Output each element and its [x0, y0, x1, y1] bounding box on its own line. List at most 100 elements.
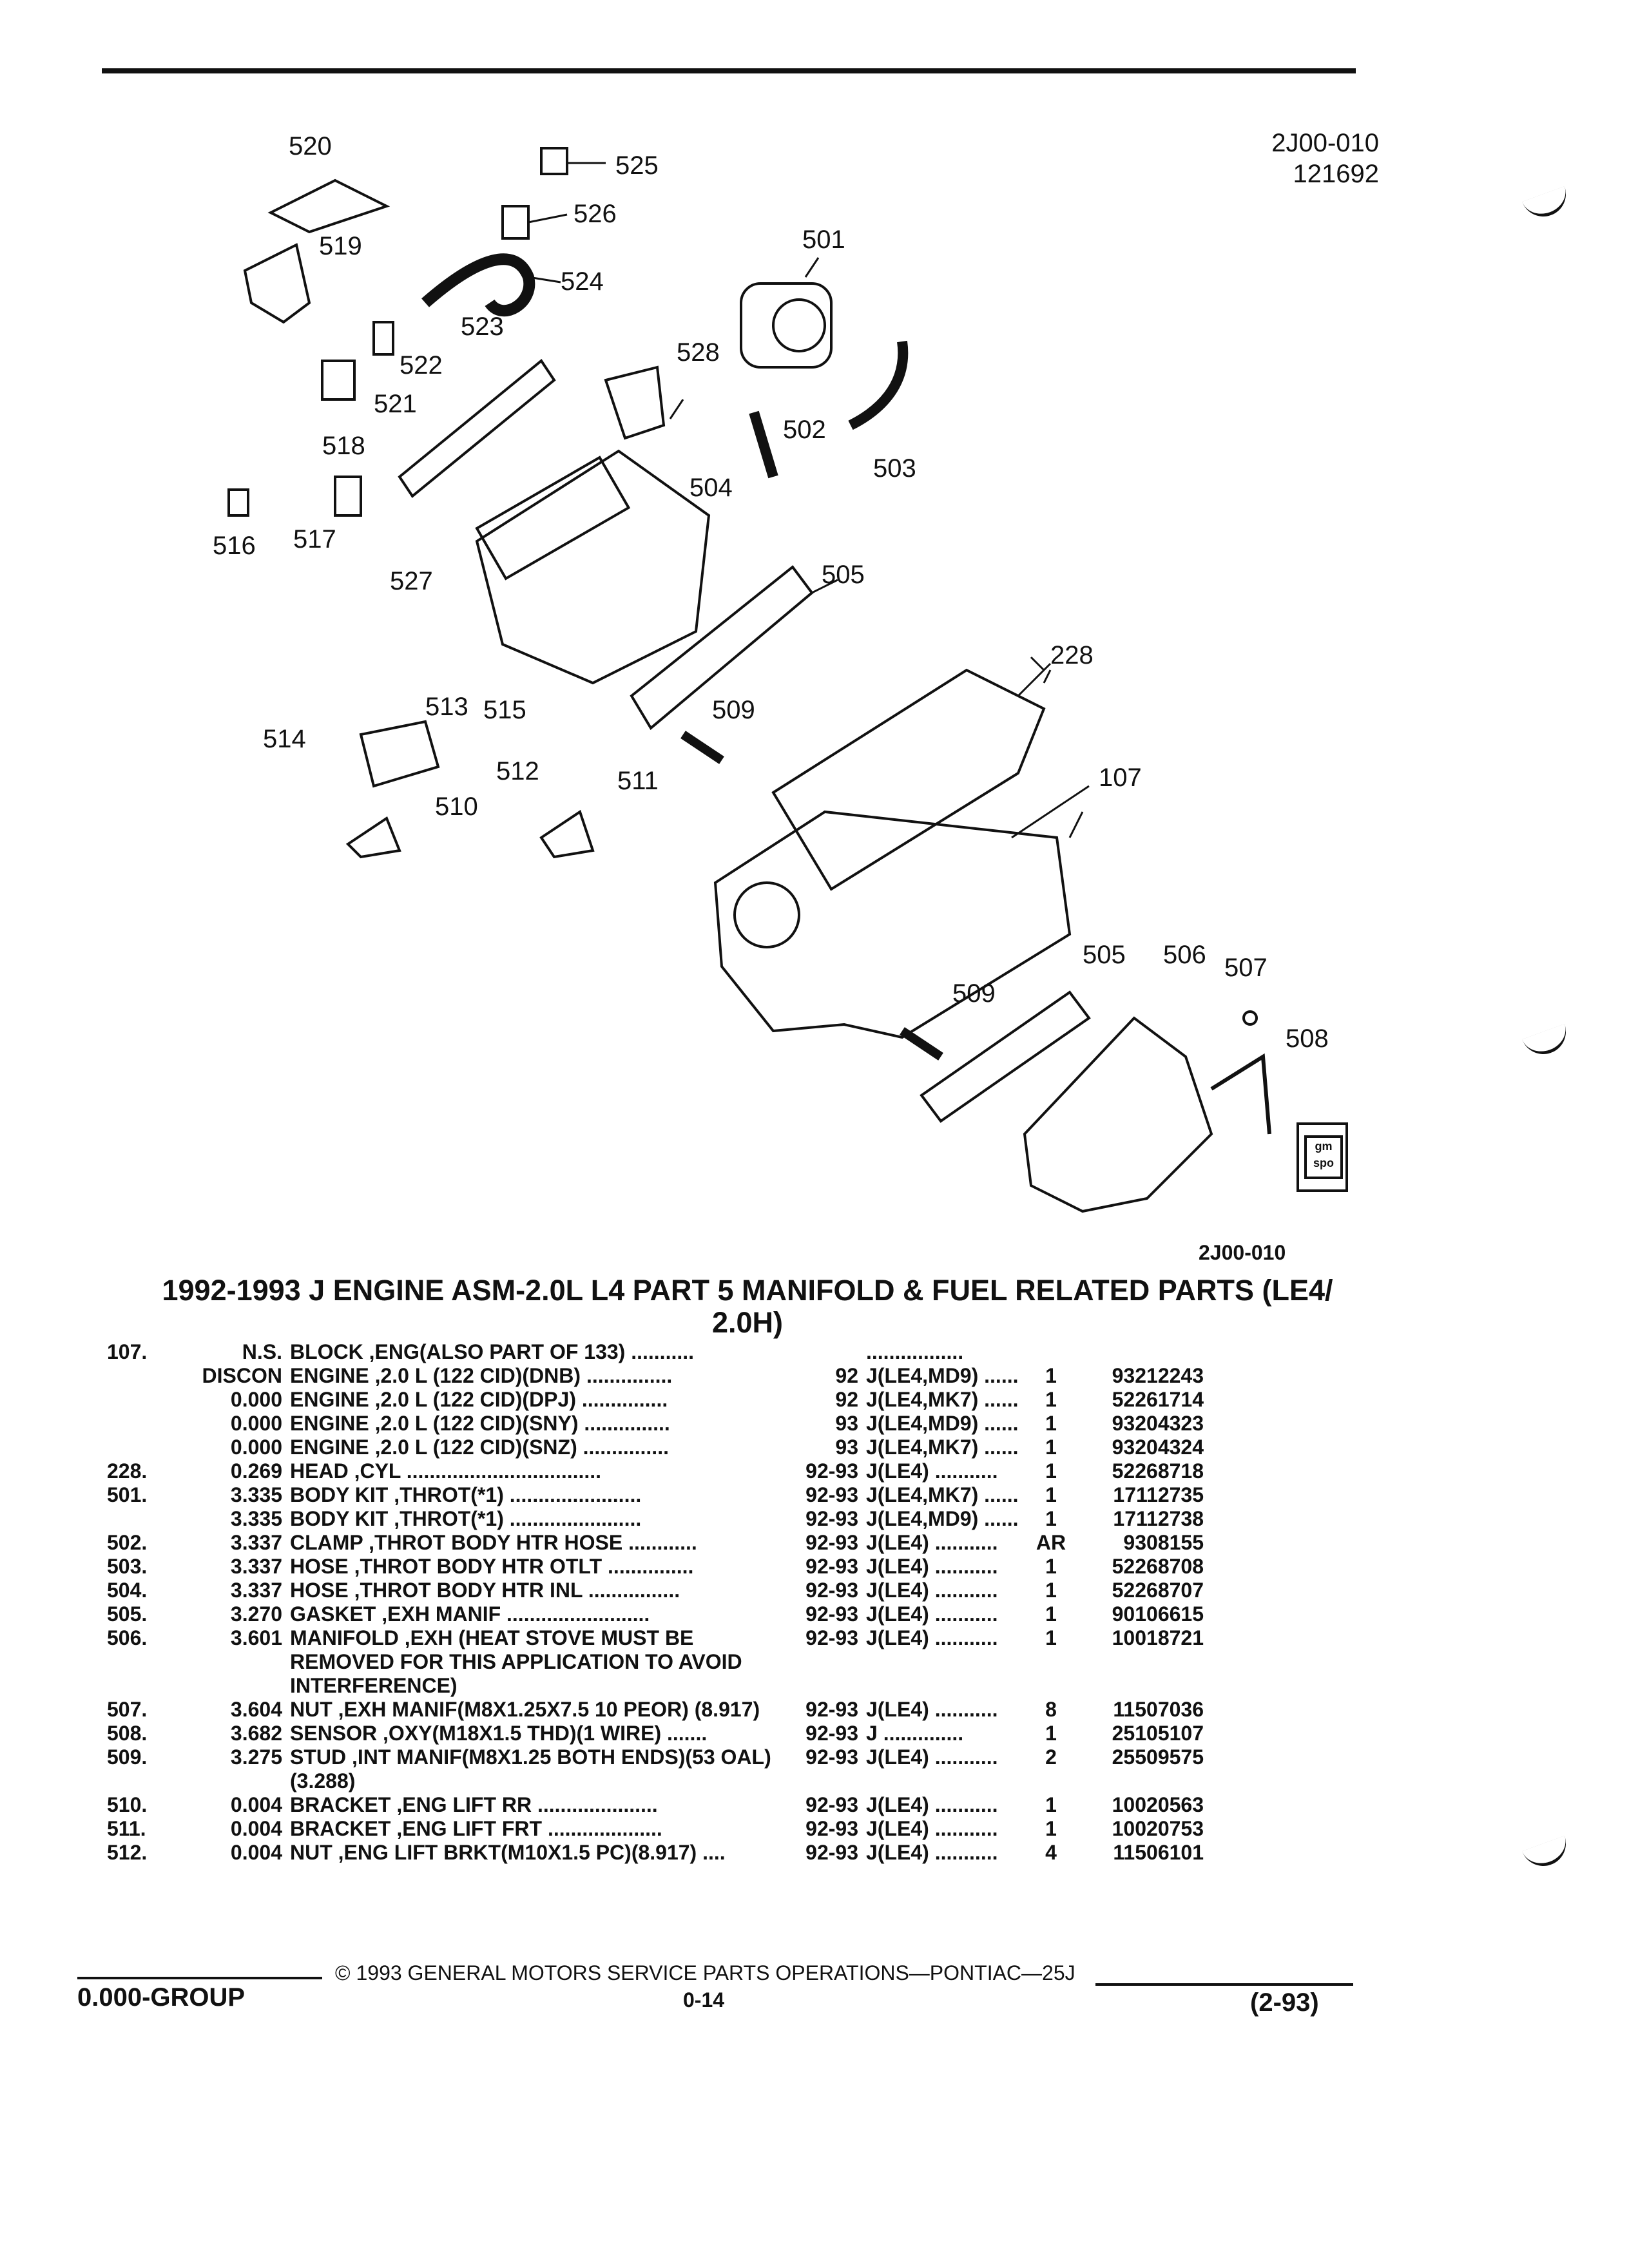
callout: 511: [617, 767, 659, 795]
cell-year: 92-93: [805, 1626, 858, 1649]
cell-desc: ENGINE ,2.0 L (122 CID)(SNY) ...........…: [290, 1412, 670, 1435]
diagram-ref-number: 121692: [1293, 160, 1379, 188]
intake-manifold: [475, 449, 711, 685]
callout: 517: [293, 525, 336, 553]
bracket-513: [359, 720, 440, 788]
cell-item: [103, 1412, 182, 1436]
cell-desc: STUD ,INT MANIF(M8X1.25 BOTH ENDS)(53 OA…: [290, 1745, 771, 1792]
callout: 515: [483, 696, 526, 724]
callout: 509: [712, 696, 755, 724]
cell-item: 511.: [107, 1817, 146, 1840]
cell-year: 92-93: [805, 1531, 858, 1554]
cell-item: [103, 1388, 182, 1412]
cell-qty: 3.337: [230, 1555, 282, 1578]
cell-desc: SENSOR ,OXY(M18X1.5 THD)(1 WIRE) .......: [290, 1722, 708, 1745]
cell-count: 1: [1045, 1483, 1057, 1506]
cell-usage: J(LE4) ...........: [866, 1602, 998, 1626]
cell-qty: 0.000: [230, 1412, 282, 1435]
bracket-519: [243, 243, 311, 324]
cell-qty: 3.682: [230, 1722, 282, 1745]
cell-count: 1: [1045, 1579, 1057, 1602]
table-row: 503. 3.337 HOSE ,THROT BODY HTR OTLT .....…: [103, 1555, 1208, 1579]
section-title: 1992-1993 J ENGINE ASM-2.0L L4 PART 5 MA…: [103, 1274, 1392, 1339]
cell-year: 92-93: [805, 1698, 858, 1721]
cell-usage: J(LE4) ...........: [866, 1459, 998, 1483]
cell-usage: J(LE4) ...........: [866, 1817, 998, 1840]
cell-count: 1: [1045, 1555, 1057, 1578]
cell-qty: 0.000: [230, 1388, 282, 1411]
callout: 519: [319, 232, 362, 260]
cell-pn: 9308155: [1123, 1531, 1204, 1554]
injector-521: [321, 360, 356, 401]
title-line-1: 1992-1993 J ENGINE ASM-2.0L L4 PART 5 MA…: [162, 1274, 1333, 1307]
callout: 501: [802, 226, 845, 254]
callout: 508: [1286, 1024, 1329, 1053]
callout: 523: [461, 312, 504, 341]
cell-usage: J(LE4) ...........: [866, 1793, 998, 1816]
callout: 502: [783, 416, 826, 444]
table-row: 0.000 ENGINE ,2.0 L (122 CID)(SNY) ......…: [103, 1412, 1208, 1436]
cell-usage: J(LE4,MK7) ......: [866, 1436, 1019, 1459]
cell-item: 512.: [107, 1841, 148, 1864]
cell-year: 92: [835, 1388, 858, 1411]
cell-item: 504.: [107, 1579, 148, 1602]
cell-pn: 52268707: [1112, 1579, 1204, 1602]
callout: 526: [574, 200, 617, 228]
cell-year: 92-93: [805, 1745, 858, 1769]
callout: 107: [1099, 764, 1142, 792]
diagram-code: 2J00-010: [1271, 129, 1379, 157]
gasket-505-lower: [920, 990, 1091, 1123]
cell-qty: 3.335: [230, 1483, 282, 1506]
cell-year: 92-93: [805, 1722, 858, 1745]
cell-item: 506.: [107, 1626, 148, 1649]
cell-year: 92-93: [805, 1579, 858, 1602]
cell-desc: BODY KIT ,THROT(*1) ....................…: [290, 1483, 642, 1506]
cell-usage: J(LE4,MD9) ......: [866, 1364, 1019, 1387]
cell-pn: 93204324: [1112, 1436, 1204, 1459]
cell-item: [103, 1364, 182, 1388]
cell-count: 1: [1045, 1412, 1057, 1435]
cell-desc: NUT ,ENG LIFT BRKT(M10X1.5 PC)(8.917) ..…: [290, 1841, 726, 1864]
callout: 505: [822, 561, 865, 589]
cell-qty: 0.004: [230, 1841, 282, 1864]
cell-count: 1: [1045, 1459, 1057, 1483]
cell-item: 503.: [107, 1555, 148, 1578]
cell-year: 93: [835, 1412, 858, 1435]
cell-qty: 0.000: [230, 1436, 282, 1459]
binding-mark: [1522, 1836, 1572, 1872]
cell-item: [103, 1436, 182, 1459]
part-517: [334, 476, 362, 517]
cell-qty: 3.275: [230, 1745, 282, 1769]
callout: 528: [677, 338, 720, 367]
cell-qty: DISCON: [202, 1364, 282, 1387]
cell-pn: 25509575: [1112, 1745, 1204, 1769]
throttle-body-501: [740, 282, 833, 369]
callout: 503: [873, 454, 916, 483]
callout: 516: [213, 532, 256, 560]
cell-count: AR: [1036, 1531, 1066, 1554]
cell-item: 502.: [107, 1531, 148, 1554]
cell-desc: HEAD ,CYL ..............................…: [290, 1459, 602, 1483]
cell-desc: HOSE ,THROT BODY HTR OTLT ..............…: [290, 1555, 694, 1578]
cell-qty: N.S.: [242, 1340, 282, 1363]
cell-pn: 52261714: [1112, 1388, 1204, 1411]
callout: 524: [561, 267, 604, 296]
cell-usage: J(LE4) ...........: [866, 1626, 998, 1649]
cell-count: 8: [1045, 1698, 1057, 1721]
callout: 504: [689, 474, 733, 502]
cell-count: 1: [1045, 1507, 1057, 1530]
cell-pn: 17112738: [1113, 1507, 1204, 1530]
cell-qty: 0.004: [230, 1817, 282, 1840]
callout: 512: [496, 757, 539, 785]
cell-year: [784, 1340, 862, 1364]
callout: 514: [263, 725, 306, 753]
